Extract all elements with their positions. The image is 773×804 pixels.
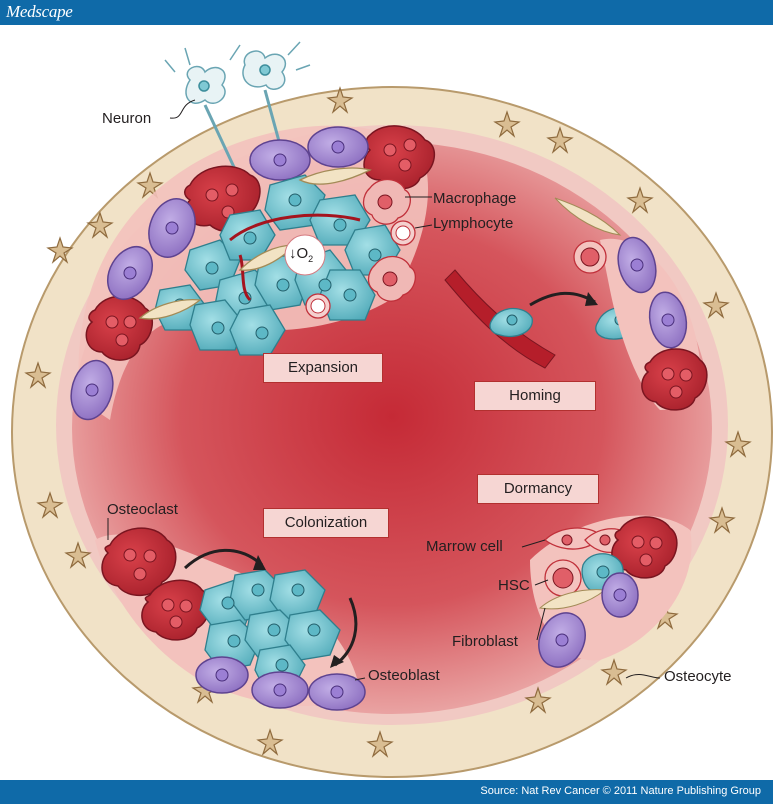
osteocyte [702,291,730,319]
label-osteocyte: Osteocyte [664,668,732,685]
osteocyte [36,491,64,519]
stage-expansion: Expansion [263,353,383,383]
label-osteoclast: Osteoclast [107,501,178,518]
osteocyte [256,728,284,756]
fibroblast [298,167,372,185]
stage-colonization: Colonization [263,508,389,538]
fibroblast [554,197,622,236]
osteocyte [366,730,394,758]
osteoblast-pointer [354,677,366,681]
osteocyte [524,686,552,714]
osteocyte [64,541,92,569]
osteoclast [141,579,211,641]
osteocyte [136,171,164,199]
stage-dormancy: Dormancy [477,474,599,504]
lymphocyte-pointer [414,224,433,229]
footer-bar: Source: Nat Rev Cancer © 2011 Nature Pub… [0,780,773,804]
osteocyte [46,236,74,264]
osteocyte [326,86,354,114]
label-marrow-cell: Marrow cell [426,538,503,555]
fibroblast [138,299,202,320]
blood-vessels [229,213,361,302]
osteocyte [493,110,521,138]
colonization-arrow-1 [183,548,264,570]
osteocyte [24,361,52,389]
label-fibroblast: Fibroblast [452,633,518,650]
osteoclast [641,348,708,411]
fibroblasts-top [138,167,372,320]
hypoxia-zone [284,234,326,276]
osteoclasts-top [85,125,435,361]
header-bar: Medscape [0,0,773,25]
osteocyte [86,211,114,239]
osteocyte [724,430,752,458]
label-osteoblast: Osteoblast [368,667,440,684]
osteoclast [611,516,678,579]
source-credit: Source: Nat Rev Cancer © 2011 Nature Pub… [480,785,761,797]
stage-homing: Homing [474,381,596,411]
osteoclast [101,527,177,596]
bone-marrow-diagram [11,41,773,778]
label-hsc: HSC [498,577,530,594]
fibroblast-pointer [536,607,546,641]
neuron-pointer [169,99,196,119]
label-macrophage: Macrophage [433,190,517,207]
label-lymphocyte: Lymphocyte [433,215,514,232]
neuron-axon [263,89,282,146]
marrow-cell-pointer [521,539,546,548]
medscape-logo: Medscape [6,2,73,21]
hsc-pointer [534,579,549,586]
osteoblast-nuclei-top [85,140,345,397]
osteocyte [708,506,736,534]
osteocyte [546,126,574,154]
osteocyte [626,186,654,214]
osteocyte-pointer [625,673,661,679]
osteoclast [85,295,154,361]
label-neuron: Neuron [102,110,152,127]
osteocyte [600,658,628,686]
hypoxia-label: ↓O2 [289,245,314,264]
